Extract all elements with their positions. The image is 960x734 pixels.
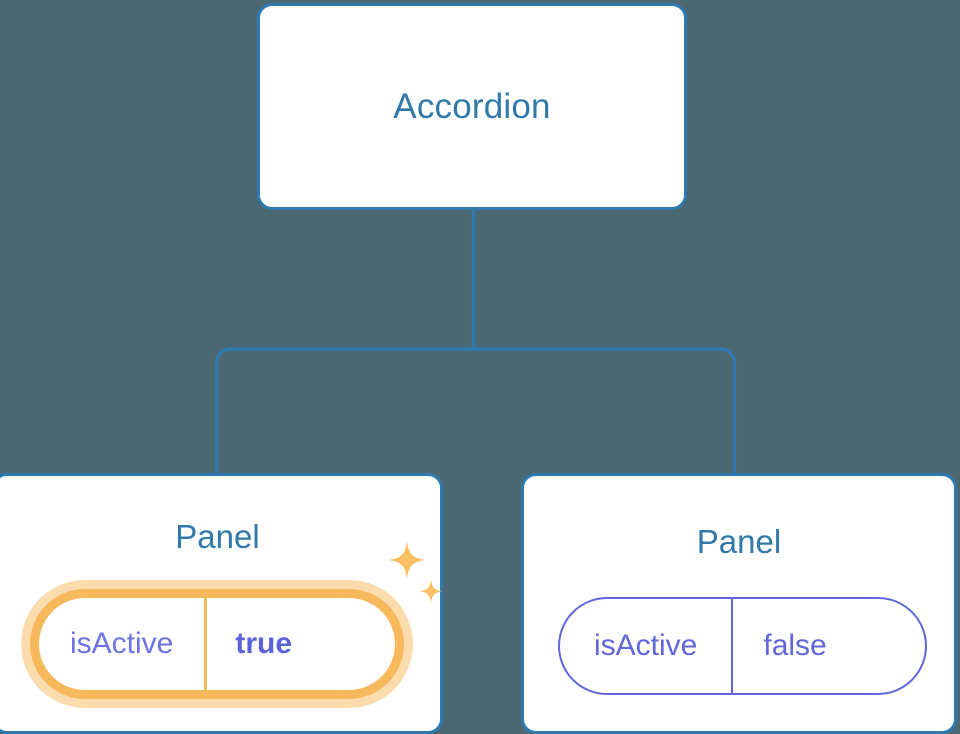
node-panel-right[interactable]: Panel isActive false	[521, 473, 957, 734]
prop-key: isActive	[39, 598, 208, 690]
node-accordion[interactable]: Accordion	[257, 3, 687, 210]
node-panel-left[interactable]: Panel isActive true	[0, 473, 443, 734]
node-accordion-title: Accordion	[393, 87, 551, 126]
node-panel-right-title: Panel	[696, 523, 782, 560]
node-panel-left-title: Panel	[175, 518, 260, 555]
prop-pill-isactive-true[interactable]: isActive true	[30, 589, 404, 699]
prop-pill-isactive-false[interactable]: isActive false	[558, 597, 927, 695]
prop-value: false	[763, 629, 827, 662]
prop-pill-highlighted-wrapper: isActive true	[21, 580, 413, 708]
prop-key: isActive	[560, 599, 734, 693]
connector-bus	[214, 347, 737, 474]
prop-value: true	[235, 627, 293, 660]
